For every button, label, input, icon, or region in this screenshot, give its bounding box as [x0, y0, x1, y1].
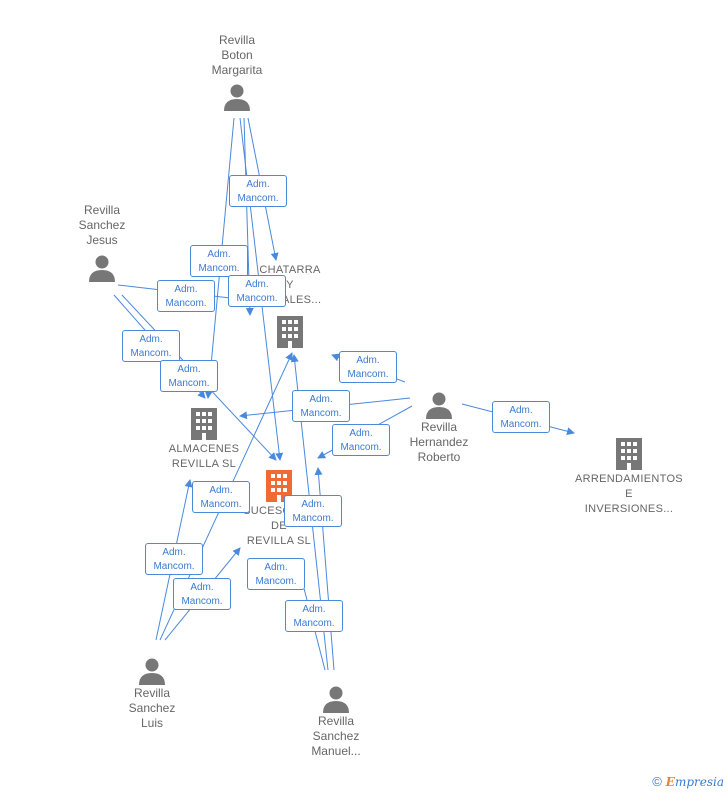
edge-label-badge[interactable]: Adm. Mancom.	[122, 330, 180, 362]
edge-label-line2: Mancom.	[300, 408, 342, 419]
company-label: ALMACENES REVILLA SL	[168, 443, 240, 470]
person-revilla-boton-margarita[interactable]: Revilla Boton Margarita	[195, 33, 279, 112]
person-label: Revilla Sanchez Luis	[128, 686, 176, 730]
edge-label-line2: Mancom.	[165, 298, 207, 309]
edge-label-line2: Mancom.	[255, 576, 297, 587]
edge-label-line2: Mancom.	[347, 369, 389, 380]
edge-label-line2: Mancom.	[168, 378, 210, 389]
edge-label-badge[interactable]: Adm. Mancom.	[247, 558, 305, 590]
edge-label-line2: Mancom.	[200, 499, 242, 510]
edge-label-line2: Mancom.	[237, 193, 279, 204]
edge-label-line2: Mancom.	[236, 293, 278, 304]
edge-label-badge[interactable]: Adm. Mancom.	[492, 401, 550, 433]
building-icon	[277, 316, 303, 348]
edge-label-badge[interactable]: Adm. Mancom.	[160, 360, 218, 392]
person-revilla-sanchez-manuel[interactable]: Revilla Sanchez Manuel...	[294, 684, 378, 759]
copyright-symbol: ©	[652, 774, 662, 789]
person-label: Revilla Boton Margarita	[211, 33, 263, 77]
person-revilla-hernandez-roberto[interactable]: Revilla Hernandez Roberto	[396, 390, 482, 465]
edge-label-line1: Adm.	[301, 499, 325, 510]
edge-label-line1: Adm.	[264, 562, 288, 573]
edge-label-line2: Mancom.	[181, 596, 223, 607]
brand-initial: E	[665, 775, 675, 789]
edge-label-line1: Adm.	[349, 428, 373, 439]
edge-label-badge[interactable]: Adm. Mancom.	[173, 578, 231, 610]
edge-label-line2: Mancom.	[153, 561, 195, 572]
edge-label-badge[interactable]: Adm. Mancom.	[145, 543, 203, 575]
edge-label-badge[interactable]: Adm. Mancom.	[332, 424, 390, 456]
edge-label-line1: Adm.	[302, 604, 326, 615]
edge-label-badge[interactable]: Adm. Mancom.	[284, 495, 342, 527]
edge-label-badge[interactable]: Adm. Mancom.	[157, 280, 215, 312]
person-revilla-sanchez-jesus[interactable]: Revilla Sanchez Jesus	[60, 203, 144, 283]
person-revilla-sanchez-luis[interactable]: Revilla Sanchez Luis	[110, 656, 194, 731]
person-label: Revilla Hernandez Roberto	[409, 420, 469, 464]
person-icon	[139, 658, 165, 685]
edge-label-badge[interactable]: Adm. Mancom.	[292, 390, 350, 422]
person-icon	[323, 686, 349, 713]
edge-label-line1: Adm.	[190, 582, 214, 593]
person-icon	[224, 84, 250, 111]
company-almacenes-revilla[interactable]: ALMACENES REVILLA SL	[160, 406, 248, 472]
edge-label-line1: Adm.	[356, 355, 380, 366]
edge-label-badge[interactable]: Adm. Mancom.	[339, 351, 397, 383]
edge-label-line2: Mancom.	[292, 513, 334, 524]
edge-label-line1: Adm.	[246, 179, 270, 190]
brand-logo: ©Empresia	[652, 774, 724, 789]
edge-label-line2: Mancom.	[198, 263, 240, 274]
edge-label-badge[interactable]: Adm. Mancom.	[228, 275, 286, 307]
edge-label-line1: Adm.	[162, 547, 186, 558]
edge-label-line1: Adm.	[245, 279, 269, 290]
edge-label-badge[interactable]: Adm. Mancom.	[192, 481, 250, 513]
edge-label-line2: Mancom.	[340, 442, 382, 453]
edge-label-badge[interactable]: Adm. Mancom.	[285, 600, 343, 632]
building-icon	[616, 438, 642, 470]
edge-label-line1: Adm.	[139, 334, 163, 345]
edge-label-line1: Adm.	[509, 405, 533, 416]
edge-label-line1: Adm.	[177, 364, 201, 375]
edge-label-line2: Mancom.	[130, 348, 172, 359]
edge-label-badge[interactable]: Adm. Mancom.	[190, 245, 248, 277]
edge-label-line2: Mancom.	[293, 618, 335, 629]
edge-label-line1: Adm.	[174, 284, 198, 295]
company-label: ARRENDAMIENTOS E INVERSIONES...	[575, 473, 683, 515]
company-arrendamientos-inversiones[interactable]: ARRENDAMIENTOS E INVERSIONES...	[568, 436, 690, 517]
person-icon	[426, 392, 452, 419]
person-label: Revilla Sanchez Jesus	[78, 203, 126, 247]
edge-label-line2: Mancom.	[500, 419, 542, 430]
edge-label-line1: Adm.	[309, 394, 333, 405]
edge-label-line1: Adm.	[209, 485, 233, 496]
building-icon	[191, 408, 217, 440]
brand-name: mpresia	[674, 775, 724, 789]
person-icon	[89, 255, 115, 282]
person-label: Revilla Sanchez Manuel...	[311, 714, 361, 758]
edge-label-badge[interactable]: Adm. Mancom.	[229, 175, 287, 207]
edge-label-line1: Adm.	[207, 249, 231, 260]
